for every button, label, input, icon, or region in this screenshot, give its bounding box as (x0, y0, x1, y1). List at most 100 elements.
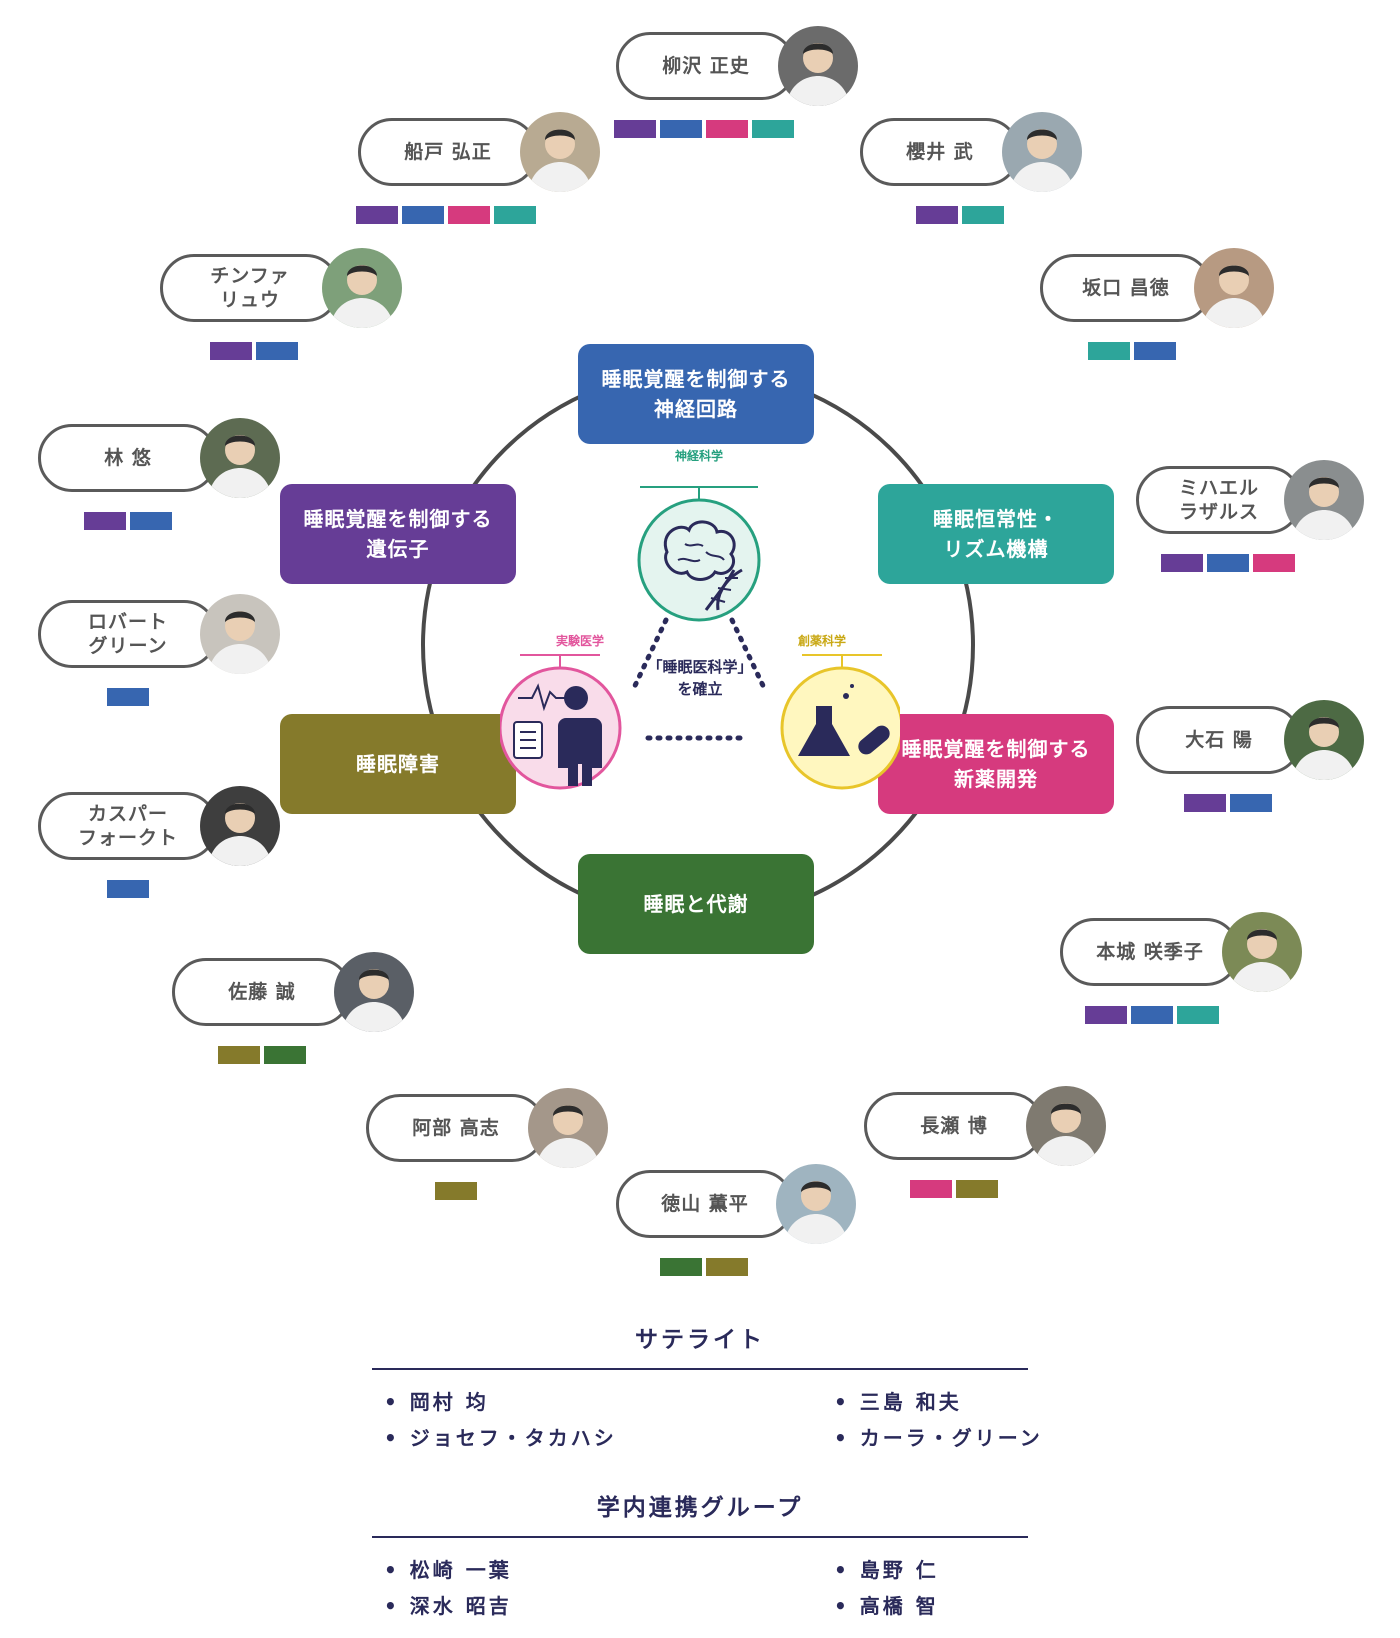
researcher-photo (200, 594, 280, 674)
theme-tag-genes (1085, 1006, 1127, 1024)
researcher-photo (1284, 700, 1364, 780)
pharma-label: 創薬科学 (797, 634, 846, 648)
researcher-name: 徳山 薫平 (616, 1170, 794, 1238)
researcher-card: ロバート グリーン (38, 594, 280, 714)
theme-tag-neuro_circuit (256, 342, 298, 360)
researcher-name: 林 悠 (38, 424, 218, 492)
researcher-card: 船戸 弘正 (356, 112, 600, 232)
researcher-card: 佐藤 誠 (172, 952, 414, 1072)
researcher-name: ロバート グリーン (38, 600, 218, 668)
researcher-name: 船戸 弘正 (358, 118, 538, 186)
researcher-photo (1194, 248, 1274, 328)
theme-tag-genes (84, 512, 126, 530)
theme-tags (1184, 794, 1272, 812)
research-diagram: 睡眠覚醒を制御する 神経回路 睡眠覚醒を制御する 遺伝子 睡眠恒常性・ リズム機… (38, 26, 1364, 1276)
researcher-name: 本城 咲季子 (1060, 918, 1240, 986)
theme-tag-genes (356, 206, 398, 224)
researcher-name: 佐藤 誠 (172, 958, 352, 1026)
researcher-card: 徳山 薫平 (616, 1164, 856, 1284)
human-body-medical-icon (500, 654, 622, 790)
list-item: ジョセフ・タカハシ (384, 1422, 617, 1451)
campus-section: 学内連携グループ 松崎 一葉 島野 仁 深水 昭吉 高橋 智 (372, 1488, 1028, 1634)
researcher-name: 大石 陽 (1136, 706, 1302, 774)
neuroscience-label: 神経科学 (674, 449, 723, 463)
medicine-label: 実験医学 (555, 634, 604, 648)
list-item: 深水 昭吉 (384, 1590, 512, 1619)
researcher-card: 阿部 高志 (366, 1088, 608, 1208)
theme-tag-disorder (218, 1046, 260, 1064)
researcher-name: チンファ リュウ (160, 254, 340, 322)
theme-tag-metabolism (264, 1046, 306, 1064)
theme-tag-disorder (956, 1180, 998, 1198)
theme-genes: 睡眠覚醒を制御する 遺伝子 (280, 484, 516, 584)
researcher-card: チンファ リュウ (160, 248, 402, 368)
campus-title: 学内連携グループ (596, 1495, 804, 1521)
theme-tag-genes (1161, 554, 1203, 572)
researcher-name: 櫻井 武 (860, 118, 1020, 186)
researcher-card: 長瀬 博 (864, 1086, 1106, 1206)
researcher-photo (778, 26, 858, 106)
theme-tag-homeostasis (962, 206, 1004, 224)
theme-tag-neuro_circuit (107, 688, 149, 706)
researcher-card: 櫻井 武 (860, 112, 1082, 232)
researcher-name: 長瀬 博 (864, 1092, 1044, 1160)
theme-tags (916, 206, 1004, 224)
theme-homeostasis: 睡眠恒常性・ リズム機構 (878, 484, 1114, 584)
researcher-card: ミハエル ラザルス (1136, 460, 1364, 580)
theme-tag-genes (210, 342, 252, 360)
goal-label: 「睡眠医科学」 を確立 (647, 658, 753, 698)
theme-drug-development: 睡眠覚醒を制御する 新薬開発 (878, 714, 1114, 814)
researcher-name: 坂口 昌徳 (1040, 254, 1212, 322)
center-graphic (500, 486, 900, 790)
researcher-name: 柳沢 正史 (616, 32, 796, 100)
theme-tags (1088, 342, 1176, 360)
satellite-divider (372, 1368, 1028, 1370)
theme-tag-drug (448, 206, 490, 224)
researcher-photo (528, 1088, 608, 1168)
satellite-members: 岡村 均 三島 和夫 ジョセフ・タカハシ カーラ・グリーン (372, 1386, 1040, 1466)
theme-tags (218, 1046, 306, 1064)
researcher-card: 本城 咲季子 (1060, 912, 1302, 1032)
satellite-title: サテライト (635, 1327, 765, 1353)
theme-metabolism: 睡眠と代謝 (578, 854, 814, 954)
theme-tag-drug (910, 1180, 952, 1198)
theme-tags (84, 512, 172, 530)
list-item: 島野 仁 (834, 1554, 939, 1583)
triangle-dotted-links (629, 617, 769, 741)
theme-neuro-circuit: 睡眠覚醒を制御する 神経回路 (578, 344, 814, 444)
theme-tag-drug (1253, 554, 1295, 572)
researcher-photo (1002, 112, 1082, 192)
researcher-name: 阿部 高志 (366, 1094, 546, 1162)
theme-tags (107, 880, 149, 898)
list-item: カーラ・グリーン (834, 1422, 1043, 1451)
campus-members: 松崎 一葉 島野 仁 深水 昭吉 高橋 智 (372, 1554, 1028, 1634)
researcher-photo (776, 1164, 856, 1244)
theme-tag-neuro_circuit (1207, 554, 1249, 572)
theme-tag-neuro_circuit (130, 512, 172, 530)
researcher-name: ミハエル ラザルス (1136, 466, 1302, 534)
theme-tags (435, 1182, 477, 1200)
theme-tag-genes (916, 206, 958, 224)
researcher-card: 坂口 昌徳 (1040, 248, 1274, 368)
theme-tags (910, 1180, 998, 1198)
theme-tag-genes (614, 120, 656, 138)
theme-tag-homeostasis (1177, 1006, 1219, 1024)
theme-tag-homeostasis (494, 206, 536, 224)
satellite-section: サテライト 岡村 均 三島 和夫 ジョセフ・タカハシ カーラ・グリーン (372, 1320, 1040, 1466)
researcher-name: カスパー フォークト (38, 792, 218, 860)
theme-tag-drug (706, 120, 748, 138)
researcher-photo (322, 248, 402, 328)
theme-tags (107, 688, 149, 706)
theme-tag-neuro_circuit (107, 880, 149, 898)
theme-tags (1161, 554, 1295, 572)
theme-tag-neuro_circuit (1134, 342, 1176, 360)
brain-dna-icon (637, 486, 761, 622)
researcher-photo (200, 418, 280, 498)
theme-tags (210, 342, 298, 360)
researcher-photo (334, 952, 414, 1032)
theme-tag-genes (1184, 794, 1226, 812)
theme-tag-metabolism (660, 1258, 702, 1276)
theme-tag-neuro_circuit (660, 120, 702, 138)
theme-tag-neuro_circuit (1230, 794, 1272, 812)
theme-tag-homeostasis (1088, 342, 1130, 360)
